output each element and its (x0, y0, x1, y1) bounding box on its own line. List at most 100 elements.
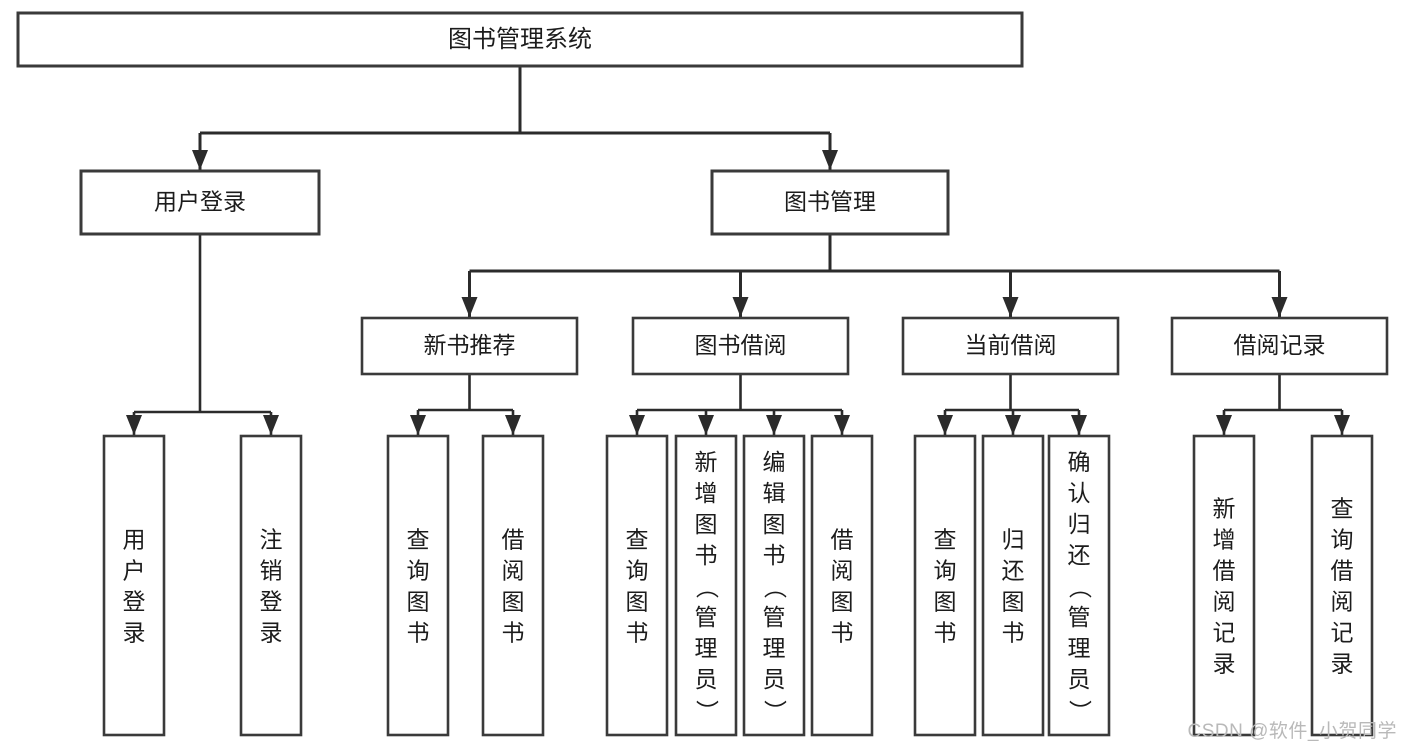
svg-text:管: 管 (1068, 604, 1091, 630)
svg-text:阅: 阅 (502, 558, 525, 584)
node-label-leaf-user-login: 用户登录 (123, 527, 146, 646)
svg-text:图: 图 (695, 511, 718, 537)
svg-text:注: 注 (260, 527, 283, 553)
node-leaf-query-record[interactable] (1310, 434, 1374, 737)
svg-text:询: 询 (626, 558, 649, 584)
node-book-manage[interactable] (710, 169, 950, 236)
svg-text:用: 用 (123, 527, 146, 553)
node-leaf-edit-book[interactable] (742, 434, 806, 737)
svg-text:录: 录 (1213, 651, 1236, 677)
svg-text:销: 销 (260, 558, 283, 584)
svg-text:理: 理 (763, 635, 786, 661)
svg-text:编: 编 (763, 449, 786, 475)
svg-text:管: 管 (763, 604, 786, 630)
arrow-head-icon (629, 415, 645, 435)
arrow-head-icon (732, 297, 749, 317)
arrow-head-icon (505, 415, 521, 435)
svg-text:新: 新 (1213, 496, 1236, 522)
svg-text:登: 登 (123, 589, 146, 615)
arrow-head-icon (192, 150, 208, 170)
node-label-root: 图书管理系统 (448, 26, 592, 53)
svg-text:确: 确 (1068, 449, 1091, 475)
svg-text:询: 询 (1331, 527, 1354, 553)
svg-text:记: 记 (1213, 620, 1236, 646)
node-current-borrow[interactable] (901, 316, 1120, 376)
svg-text:书: 书 (934, 620, 957, 646)
node-layer: 图书管理系统用户登录图书管理新书推荐图书借阅当前借阅借阅记录用户登录注销登录查询… (16, 11, 1389, 737)
svg-text:书: 书 (407, 620, 430, 646)
svg-text:图: 图 (1002, 589, 1025, 615)
svg-text:增: 增 (1213, 527, 1236, 553)
svg-text:阅: 阅 (1213, 589, 1236, 615)
svg-text:增: 增 (695, 480, 718, 506)
svg-text:）: ） (1067, 700, 1093, 723)
svg-text:还: 还 (1068, 542, 1091, 568)
svg-text:理: 理 (695, 635, 718, 661)
node-new-book-recommend[interactable] (360, 316, 579, 376)
node-label-borrow-record: 借阅记录 (1234, 332, 1326, 358)
svg-text:书: 书 (831, 620, 854, 646)
node-leaf-logout[interactable] (239, 434, 303, 737)
svg-text:（: （ (694, 576, 720, 599)
node-book-borrow[interactable] (631, 316, 850, 376)
arrow-head-icon (937, 415, 953, 435)
node-leaf-borrow-book-2[interactable] (810, 434, 874, 737)
arrow-head-icon (822, 150, 838, 170)
arrow-head-icon (126, 415, 142, 435)
svg-text:借: 借 (1331, 558, 1354, 584)
node-leaf-user-login[interactable] (102, 434, 166, 737)
node-root[interactable] (16, 11, 1024, 68)
node-leaf-query-book-3[interactable] (913, 434, 977, 737)
svg-text:录: 录 (1331, 651, 1354, 677)
svg-text:书: 书 (695, 542, 718, 568)
arrow-head-icon (1071, 415, 1087, 435)
arrow-head-icon (1002, 297, 1019, 317)
svg-text:理: 理 (1068, 635, 1091, 661)
node-label-book-borrow: 图书借阅 (695, 332, 787, 358)
node-leaf-confirm-return[interactable] (1047, 434, 1111, 737)
node-leaf-return-book[interactable] (981, 434, 1045, 737)
svg-text:（: （ (762, 576, 788, 599)
node-borrow-record[interactable] (1170, 316, 1389, 376)
svg-text:借: 借 (831, 527, 854, 553)
arrow-head-icon (698, 415, 714, 435)
svg-text:查: 查 (1331, 496, 1354, 522)
node-user-login[interactable] (79, 169, 321, 236)
arrow-head-icon (1216, 415, 1232, 435)
svg-text:）: ） (694, 700, 720, 723)
svg-text:录: 录 (260, 620, 283, 646)
node-leaf-add-record[interactable] (1192, 434, 1256, 737)
svg-text:员: 员 (763, 666, 786, 692)
svg-text:查: 查 (626, 527, 649, 553)
svg-text:图: 图 (763, 511, 786, 537)
svg-text:图: 图 (934, 589, 957, 615)
svg-text:辑: 辑 (763, 480, 786, 506)
node-leaf-add-book[interactable] (674, 434, 738, 737)
node-leaf-query-book-2[interactable] (605, 434, 669, 737)
svg-text:借: 借 (1213, 558, 1236, 584)
svg-text:录: 录 (123, 620, 146, 646)
node-leaf-borrow-book-1[interactable] (481, 434, 545, 737)
svg-text:图: 图 (502, 589, 525, 615)
svg-text:查: 查 (934, 527, 957, 553)
svg-text:（: （ (1067, 576, 1093, 599)
svg-text:新: 新 (695, 449, 718, 475)
svg-text:书: 书 (502, 620, 525, 646)
node-leaf-query-book-1[interactable] (386, 434, 450, 737)
svg-text:归: 归 (1002, 527, 1025, 553)
svg-text:图: 图 (626, 589, 649, 615)
arrow-head-icon (1334, 415, 1350, 435)
